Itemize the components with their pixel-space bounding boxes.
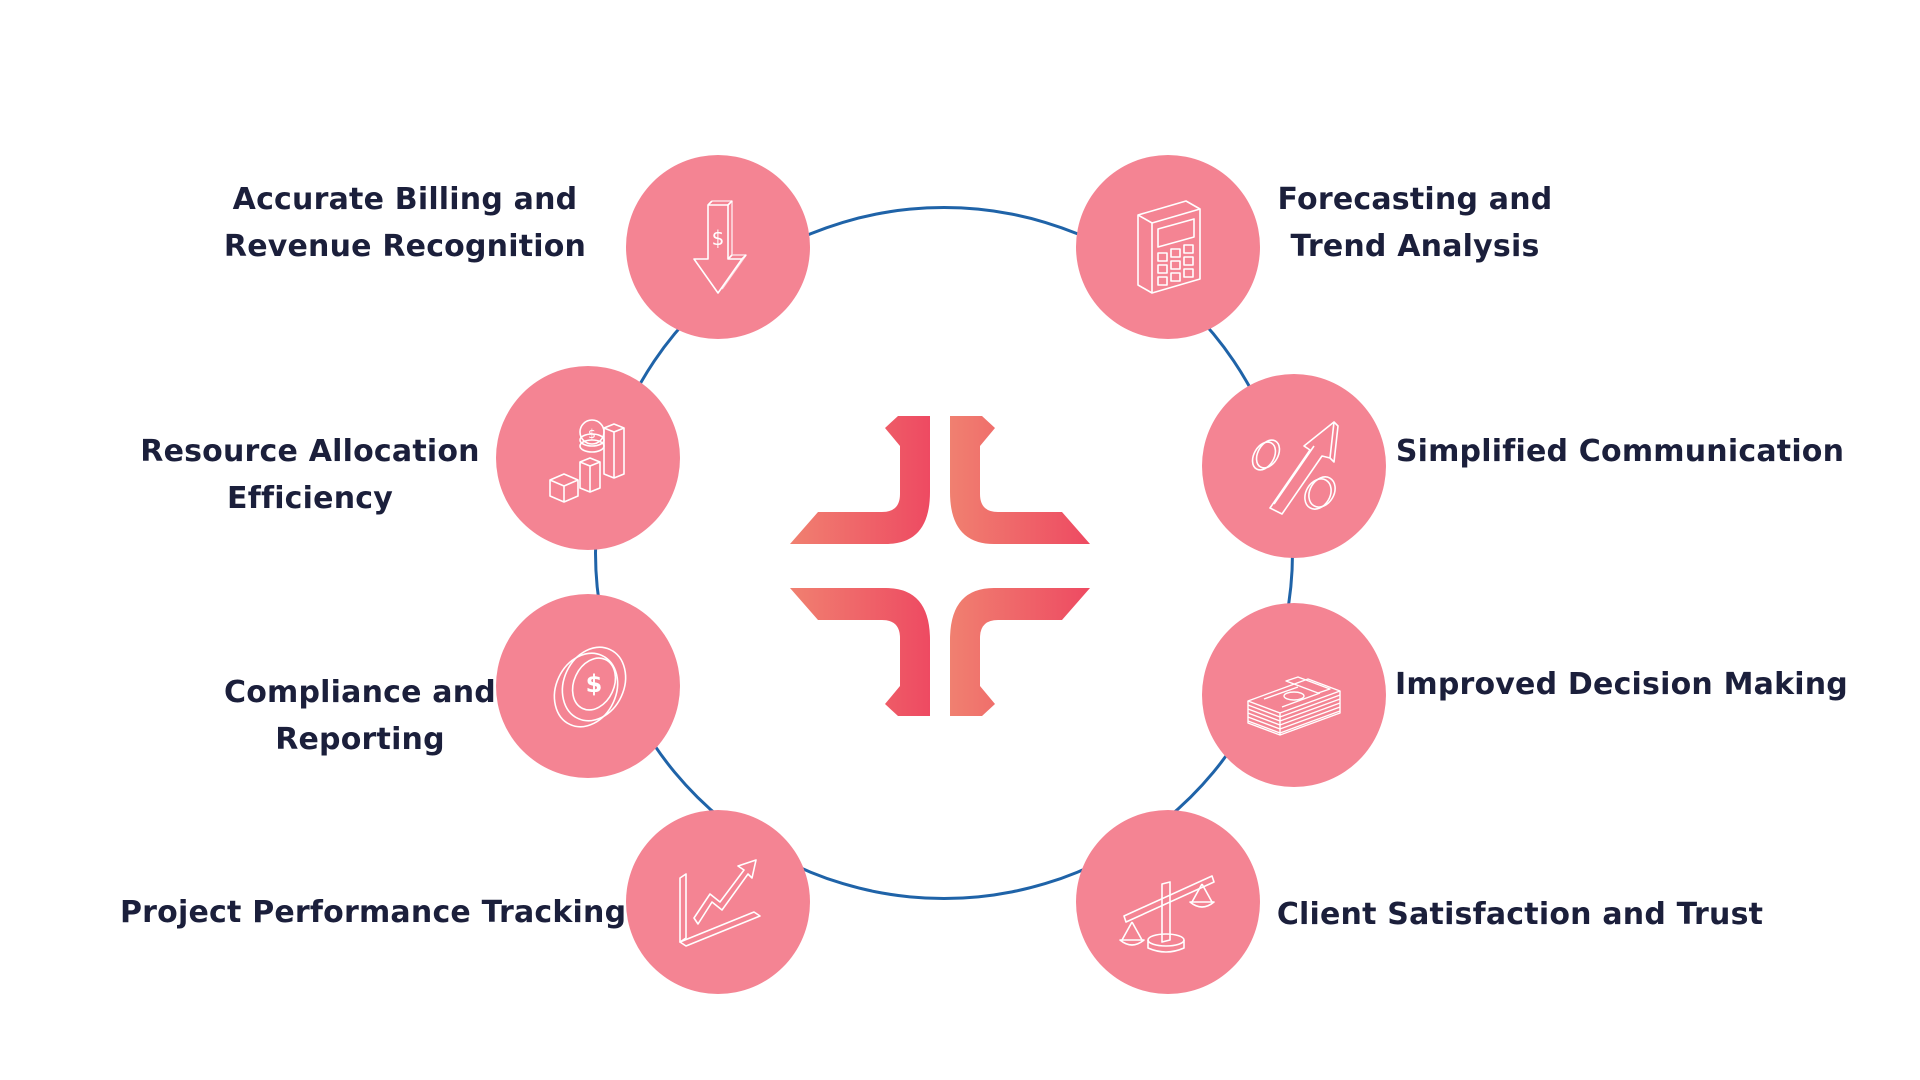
svg-text:$: $ bbox=[586, 670, 603, 698]
label-line: Simplified Communication bbox=[1395, 434, 1845, 469]
node-forecasting bbox=[1076, 155, 1260, 339]
label-line: Reporting bbox=[275, 722, 445, 757]
money-stack-icon bbox=[1247, 676, 1341, 736]
svg-text:$: $ bbox=[588, 427, 596, 441]
node-project-performance bbox=[626, 810, 810, 994]
label-line: Improved Decision Making bbox=[1395, 667, 1848, 702]
node-accurate-billing: $ bbox=[626, 155, 810, 339]
label-simplified-communication: Simplified Communication bbox=[1395, 428, 1845, 475]
percent-arrow-icon bbox=[1251, 421, 1339, 515]
dollar-coin-icon: $ bbox=[553, 646, 627, 728]
svg-text:$: $ bbox=[712, 226, 725, 250]
label-line: Client Satisfaction and Trust bbox=[1276, 897, 1764, 932]
label-line: Project Performance Tracking bbox=[120, 895, 627, 930]
label-accurate-billing: Accurate Billing and Revenue Recognition bbox=[200, 176, 610, 270]
label-line: Forecasting and bbox=[1277, 182, 1553, 217]
balance-scale-icon bbox=[1119, 875, 1215, 953]
label-resource-allocation: Resource Allocation Efficiency bbox=[130, 428, 490, 522]
node-resource-allocation: $ bbox=[496, 366, 680, 550]
cross-arrows-logo bbox=[790, 416, 1090, 716]
coin-bar-chart-icon: $ bbox=[549, 419, 625, 503]
node-client-satisfaction bbox=[1076, 810, 1260, 994]
label-line: Trend Analysis bbox=[1290, 229, 1540, 264]
node-simplified-communication bbox=[1202, 374, 1386, 558]
label-forecasting: Forecasting and Trend Analysis bbox=[1270, 176, 1560, 270]
label-project-performance: Project Performance Tracking bbox=[120, 889, 627, 936]
label-improved-decision: Improved Decision Making bbox=[1395, 661, 1848, 708]
label-line: Resource Allocation bbox=[140, 434, 480, 469]
label-line: Accurate Billing and bbox=[232, 182, 578, 217]
label-client-satisfaction: Client Satisfaction and Trust bbox=[1270, 891, 1770, 938]
label-line: Compliance and bbox=[224, 675, 496, 710]
label-compliance: Compliance and Reporting bbox=[210, 669, 510, 763]
rising-chart-icon bbox=[679, 859, 761, 947]
calculator-icon bbox=[1137, 200, 1201, 294]
node-improved-decision bbox=[1202, 603, 1386, 787]
label-line: Revenue Recognition bbox=[223, 229, 587, 264]
dollar-down-arrow-icon: $ bbox=[693, 200, 747, 294]
node-compliance: $ bbox=[496, 594, 680, 778]
label-line: Efficiency bbox=[227, 481, 393, 516]
